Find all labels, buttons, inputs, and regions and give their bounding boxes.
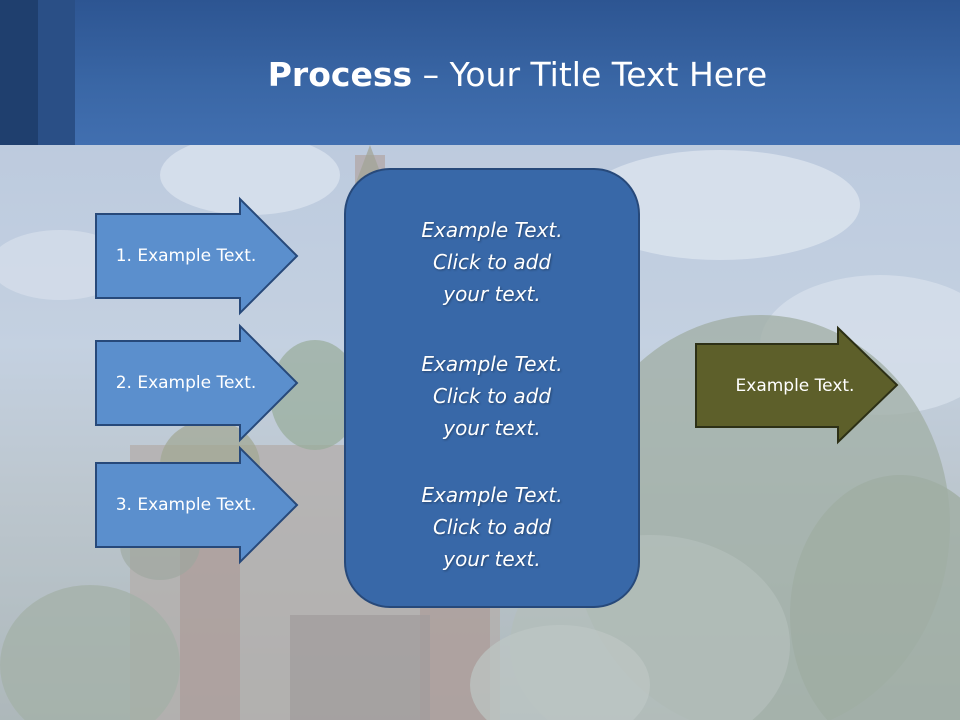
input-arrow-1[interactable] [95, 196, 299, 316]
header-accent-strip [0, 0, 38, 145]
center-text-line: your text. [443, 416, 541, 440]
center-text-line: your text. [443, 547, 541, 571]
output-arrow[interactable] [695, 325, 899, 445]
title-rest: – Your Title Text Here [412, 55, 768, 94]
input-arrow-3-label: 3. Example Text. [115, 495, 257, 515]
input-arrow-3[interactable] [95, 445, 299, 565]
center-text-block-3[interactable]: Example Text. Click to add your text. [346, 479, 638, 575]
input-arrow-2[interactable] [95, 323, 299, 443]
slide-title[interactable]: Process – Your Title Text Here [75, 54, 960, 96]
center-text-line: Click to add [432, 515, 552, 539]
center-text-block-1[interactable]: Example Text. Click to add your text. [346, 214, 638, 310]
input-arrow-1-label: 1. Example Text. [115, 246, 257, 266]
input-arrow-2-label: 2. Example Text. [115, 373, 257, 393]
center-text-line: Example Text. [421, 218, 563, 242]
center-text-line: your text. [443, 282, 541, 306]
title-bold: Process [267, 55, 413, 94]
header-band: Process – Your Title Text Here [0, 0, 960, 145]
center-text-line: Example Text. [421, 483, 563, 507]
center-text-block-2[interactable]: Example Text. Click to add your text. [346, 348, 638, 444]
center-text-line: Click to add [432, 384, 552, 408]
center-process-box[interactable]: Example Text. Click to add your text. Ex… [344, 168, 640, 608]
output-arrow-label: Example Text. [735, 375, 855, 396]
center-text-line: Click to add [432, 250, 552, 274]
center-text-line: Example Text. [421, 352, 563, 376]
header-accent-strip [38, 0, 75, 145]
